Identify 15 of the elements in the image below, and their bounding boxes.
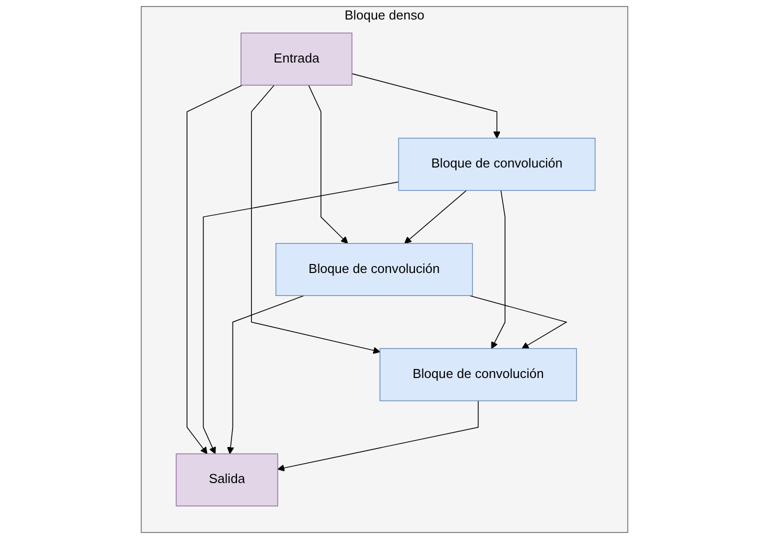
arrow (277, 400, 479, 472)
arrow (469, 295, 568, 349)
arrow (251, 84, 380, 354)
node-box: Salida (176, 453, 278, 506)
node-box: Bloque de convolución (398, 138, 596, 191)
arrow (226, 295, 304, 454)
arrow (404, 190, 467, 244)
arrow (186, 84, 243, 454)
arrow (352, 73, 500, 139)
node-box: Bloque de convolución (380, 348, 577, 402)
arrow (308, 84, 348, 244)
arrow (202, 182, 400, 454)
node-box: Bloque de convolución (275, 243, 473, 296)
node-box: Entrada (240, 32, 352, 86)
arrow (491, 190, 506, 349)
